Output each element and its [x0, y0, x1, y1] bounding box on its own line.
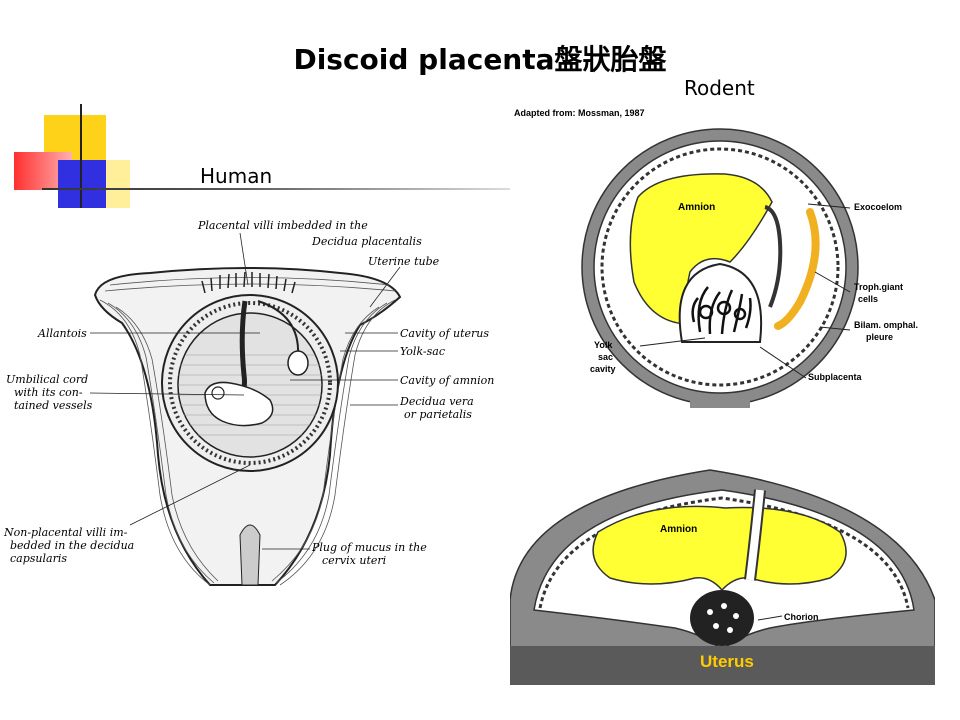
- rodent-top-leader-lines: [639, 203, 851, 379]
- label-uterine-tube: Uterine tube: [368, 255, 440, 268]
- yolk-sac: [287, 350, 309, 376]
- deco-horizontal-line: [42, 188, 512, 190]
- rodent-diagram-top: Adapted from: Mossman, 1987 Amnion Exoco…: [510, 102, 935, 408]
- label-bilam-1: Bilam. omphal.: [854, 320, 918, 330]
- label-exocoelom: Exocoelom: [854, 202, 902, 212]
- rodent-diagram-bottom: Amnion Chorion Uterus: [510, 469, 935, 685]
- page-title: Discoid placenta盤狀胎盤: [293, 43, 667, 76]
- label-cavity-amnion: Cavity of amnion: [400, 374, 494, 387]
- human-leader-lines: [89, 232, 401, 550]
- label-decidua-vera-1: Decidua vera: [399, 395, 474, 408]
- label-troph-1: Troph.giant: [854, 282, 903, 292]
- uterus-base: [510, 646, 935, 685]
- placenta-bottom: [690, 590, 754, 646]
- trophoblast-giant-cells: [774, 208, 820, 330]
- label-yolk-sac: Yolk-sac: [400, 345, 445, 358]
- allantois-stalk: [257, 300, 300, 356]
- label-subplacenta: Subplacenta: [808, 372, 863, 382]
- label-nonplacental-1: Non-placental villi im-: [3, 526, 128, 539]
- label-troph-2: cells: [858, 294, 878, 304]
- label-decidua-vera-2: or parietalis: [404, 408, 472, 421]
- label-amnion-bottom: Amnion: [660, 524, 697, 535]
- label-chorion: Chorion: [784, 612, 819, 622]
- human-uterus-diagram: Placental villi imbedded in the Decidua …: [3, 219, 494, 586]
- caption-mossman: Adapted from: Mossman, 1987: [514, 108, 645, 118]
- stalk-rodent: [764, 205, 783, 308]
- label-allantois: Allantois: [37, 327, 87, 340]
- label-nonplacental-2: bedded in the decidua: [10, 539, 134, 552]
- label-uterus: Uterus: [700, 652, 754, 671]
- placenta-pores: [707, 603, 739, 633]
- label-umbilical-2: with its con-: [14, 386, 83, 399]
- amnion-rodent-bottom: [592, 505, 847, 592]
- deco-vertical-line: [80, 104, 82, 208]
- label-rodent: Rodent: [684, 76, 755, 100]
- amnion-rodent-top: [629, 173, 773, 325]
- label-cavity-uterus: Cavity of uterus: [400, 327, 489, 340]
- deco-square-yellow-light: [106, 160, 130, 208]
- label-bilam-2: pleure: [866, 332, 893, 342]
- cervix-plug: [239, 524, 261, 586]
- label-placental-villi-1: Placental villi imbedded in the: [197, 219, 368, 232]
- deco-square-blue: [58, 160, 108, 208]
- label-yolk-1: Yolk: [594, 340, 613, 350]
- label-yolk-3: cavity: [590, 364, 616, 374]
- label-plug-1: Plug of mucus in the: [311, 541, 427, 554]
- label-plug-2: cervix uteri: [322, 554, 386, 567]
- label-umbilical-1: Umbilical cord: [6, 373, 88, 386]
- label-amnion-top: Amnion: [678, 202, 715, 213]
- label-umbilical-3: tained vessels: [14, 399, 93, 412]
- placental-villi: [201, 271, 296, 294]
- label-yolk-2: sac: [598, 352, 613, 362]
- label-nonplacental-3: capsularis: [10, 552, 67, 565]
- label-human: Human: [200, 164, 273, 188]
- label-placental-villi-2: Decidua placentalis: [311, 235, 422, 248]
- labyrinth-villi: [691, 286, 752, 335]
